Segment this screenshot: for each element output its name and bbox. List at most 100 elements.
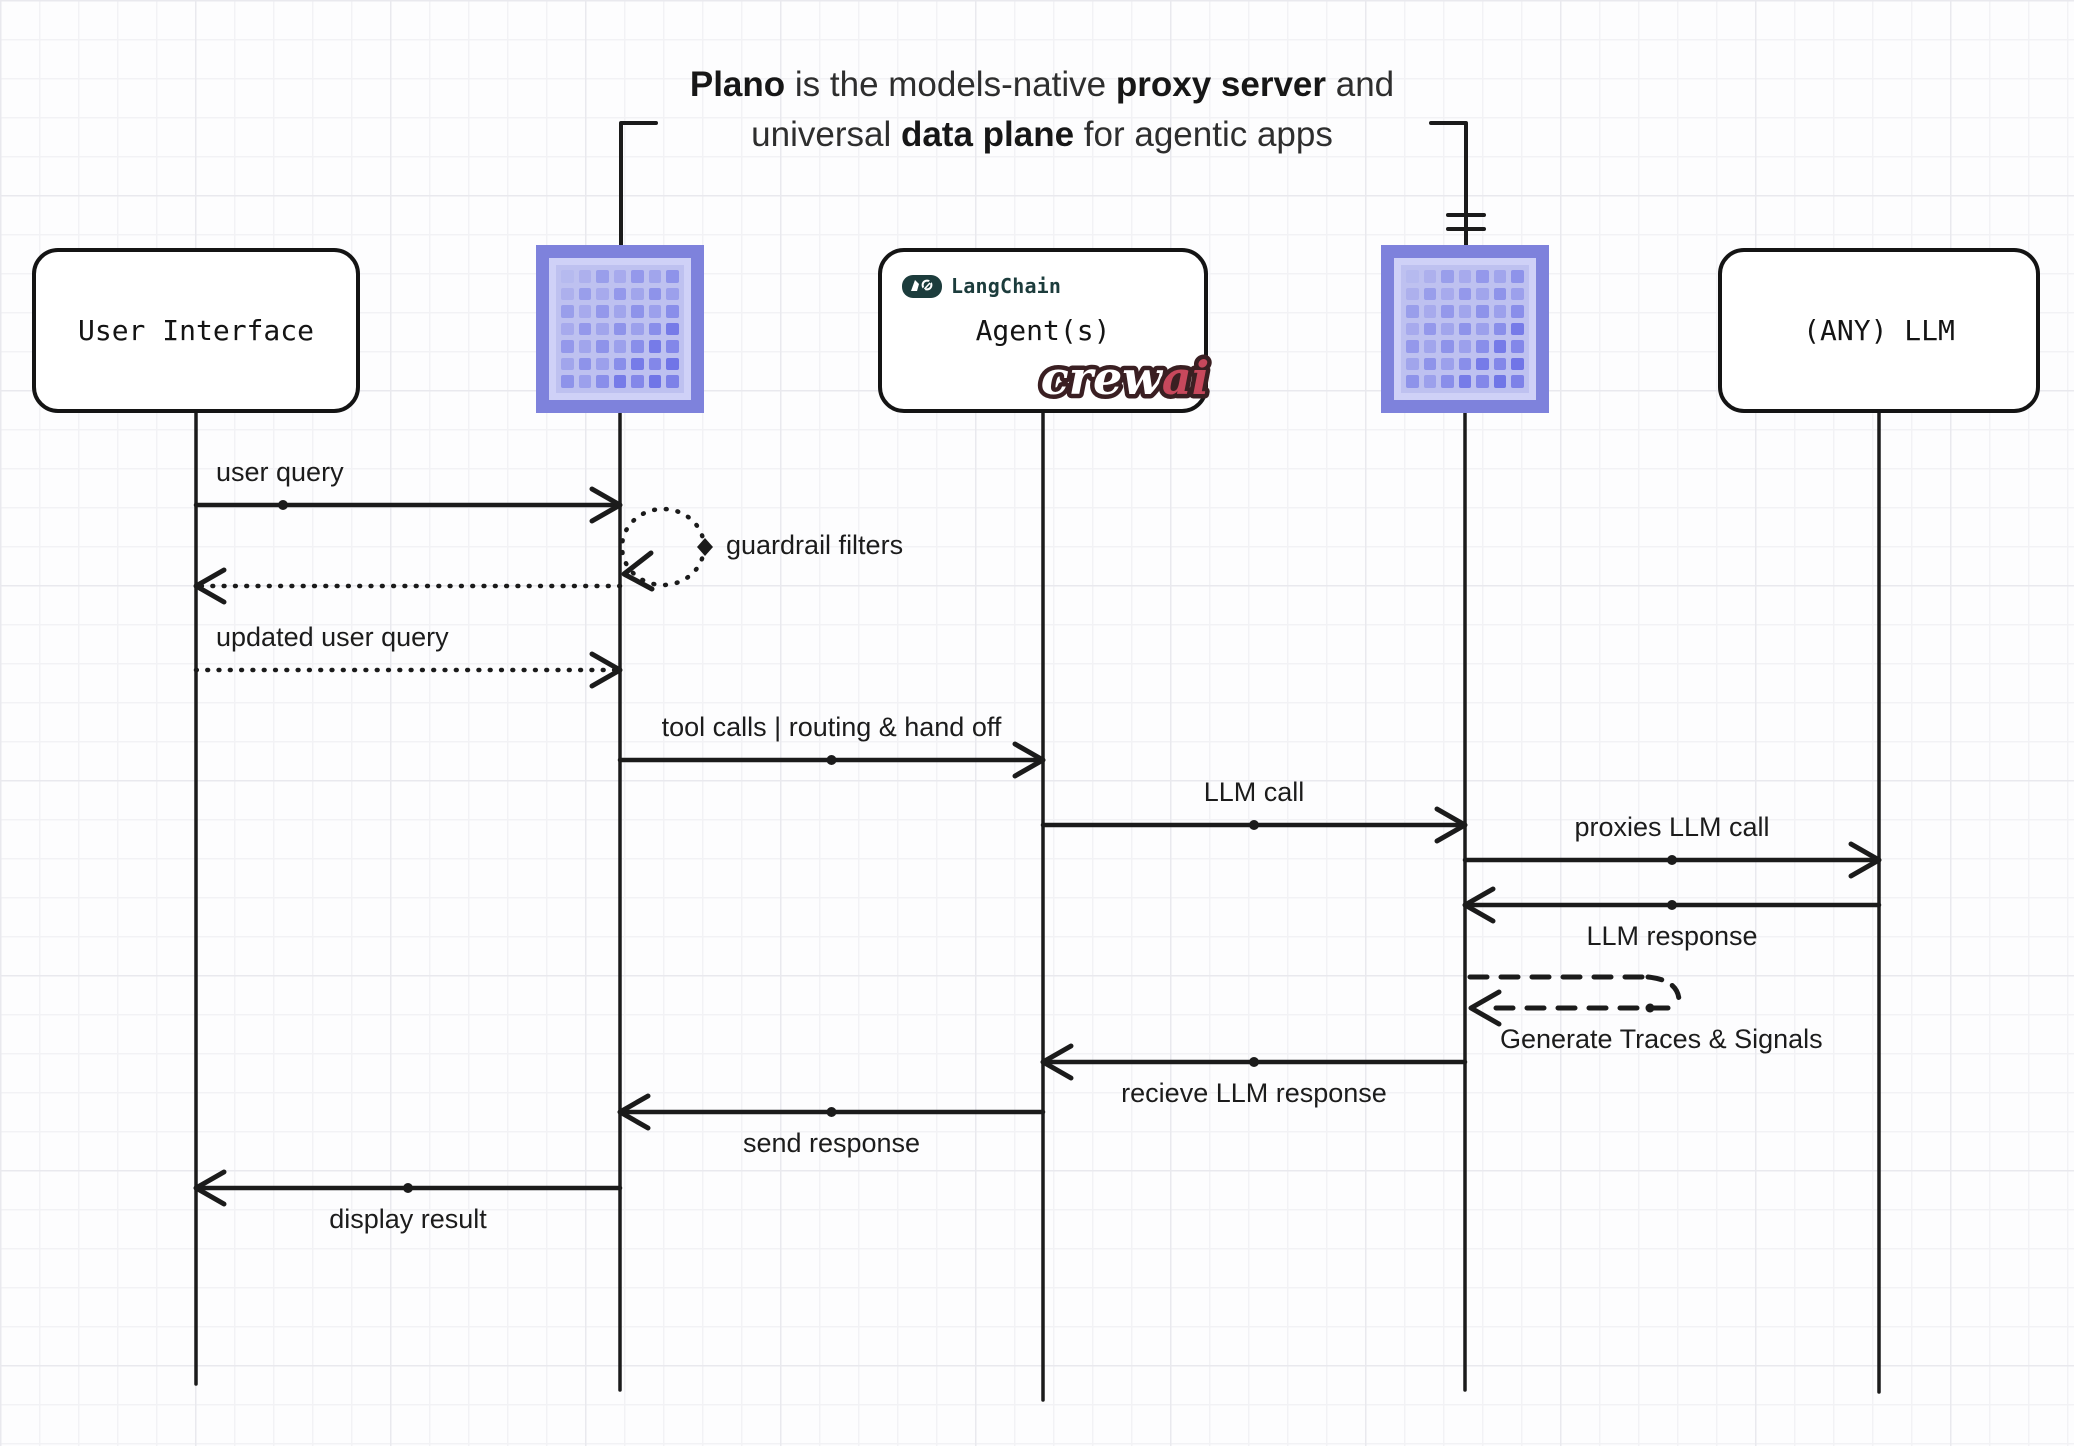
plano-logo-pixel <box>613 340 627 353</box>
midpoint-dot-icon <box>826 755 837 765</box>
plano-logo-pixel <box>613 322 627 336</box>
crewai-logo: crewai <box>1036 342 1214 421</box>
title-segment: Plano <box>689 65 786 104</box>
plano-logo-pixel <box>1441 270 1454 283</box>
title-segment: and <box>1326 65 1395 104</box>
plano-logo-pixel <box>561 305 574 318</box>
guardrail-diamond-icon <box>697 538 713 556</box>
message-label-tool-calls: tool calls | routing & hand off <box>661 712 1002 742</box>
title-bracket-left <box>619 121 658 248</box>
plano-logo-pixel <box>1493 340 1507 353</box>
message-label-llm-response: LLM response <box>1586 921 1758 951</box>
participant-user-interface: User Interface <box>32 248 360 413</box>
svg-text:crewai: crewai <box>1041 351 1209 405</box>
plano-logo-pixel <box>1511 270 1524 283</box>
plano-logo-pixel <box>596 270 609 283</box>
midpoint-dot-icon <box>1667 900 1677 910</box>
plano-logo-pixel <box>596 322 609 336</box>
plano-logo-pixel <box>1511 357 1524 371</box>
midpoint-dot-icon <box>403 1183 413 1193</box>
plano-logo-pixel <box>1441 287 1454 301</box>
plano-logo-pixel <box>666 270 679 283</box>
plano-logo-pixel <box>666 357 679 371</box>
plano-logo-pixel <box>1458 270 1472 283</box>
label-guardrail-filters: guardrail filters <box>726 530 904 560</box>
plano-logo-pixel <box>578 287 592 301</box>
message-label-user-query: user query <box>216 457 344 487</box>
arrowhead-display-result-icon <box>193 1169 227 1207</box>
participant-any-llm-label: (ANY) LLM <box>1803 314 1955 347</box>
title-segment: for agentic apps <box>1074 115 1333 154</box>
plano-logo-pixel <box>1423 375 1437 388</box>
plano-logo-pixel <box>1423 357 1437 371</box>
plano-logo-pixel <box>578 375 592 388</box>
plano-logo-pixel <box>1441 357 1454 371</box>
plano-logo-pixel <box>1511 375 1524 388</box>
message-label-display-result: display result <box>329 1204 487 1234</box>
title-line-2: universal data plane for agentic apps <box>492 110 1592 160</box>
title-bracket-right <box>1429 121 1468 248</box>
arrowhead-llm-response-icon <box>1462 886 1496 924</box>
arrowhead-send-response-icon <box>617 1093 651 1131</box>
plano-logo-pixel <box>631 305 644 318</box>
message-label-updated-user-query: updated user query <box>216 622 449 652</box>
plano-logo-pixel <box>613 287 627 301</box>
plano-logo-pixel <box>613 305 627 318</box>
participant-user-interface-label: User Interface <box>77 314 314 347</box>
plano-logo-pixel <box>596 340 609 353</box>
plano-logo-pixel <box>648 322 662 336</box>
traces-arrowhead-icon <box>1468 989 1502 1027</box>
plano-logo-pixel <box>613 357 627 371</box>
arrowhead-proxies-llm-call-icon <box>1848 841 1882 879</box>
plano-logo-frame <box>549 258 691 400</box>
title-segment: data plane <box>900 115 1075 154</box>
message-label-proxies-llm-call: proxies LLM call <box>1574 812 1770 842</box>
midpoint-dot-icon <box>1667 855 1677 865</box>
plano-logo-pixel <box>596 357 609 371</box>
plano-logo-pixel <box>1406 322 1419 336</box>
plano-logo-pixel <box>631 357 644 371</box>
plano-logo-pixel <box>578 322 592 336</box>
plano-logo-pixel <box>596 305 609 318</box>
plano-logo-pixel <box>596 375 609 388</box>
participant-plano-proxy-right-plano-logo-icon <box>1381 245 1549 413</box>
plano-logo-pixel <box>1493 270 1507 283</box>
plano-logo-pixel <box>561 375 574 388</box>
plano-logo-frame <box>1394 258 1536 400</box>
plano-logo-pixel <box>561 287 574 301</box>
plano-logo-pixel <box>1441 305 1454 318</box>
plano-logo-pixel <box>613 375 627 388</box>
plano-logo-pixel <box>648 357 662 371</box>
participant-agents: Agent(s) LangChain crewai <box>878 248 1214 413</box>
plano-logo-pixel <box>1493 287 1507 301</box>
plano-logo-pixel <box>631 375 644 388</box>
plano-logo-pixel <box>1476 270 1489 283</box>
plano-logo-pixel <box>1423 340 1437 353</box>
title-line-1: Plano is the models-native proxy server … <box>492 60 1592 110</box>
plano-logo-pixel <box>666 375 679 388</box>
plano-logo-pixel <box>631 270 644 283</box>
plano-logo-pixel <box>1493 305 1507 318</box>
participant-any-llm: (ANY) LLM <box>1718 248 2040 413</box>
plano-logo-pixel <box>1458 305 1472 318</box>
plano-logo-pixel <box>1423 322 1437 336</box>
midpoint-dot-icon <box>826 1107 837 1117</box>
plano-logo-pixel <box>613 270 627 283</box>
plano-logo-grid <box>1401 265 1529 393</box>
plano-logo-pixel <box>1511 340 1524 353</box>
plano-logo-pixel <box>1406 270 1419 283</box>
participant-agents-label: Agent(s) <box>975 314 1111 347</box>
diagram-title: Plano is the models-native proxy server … <box>492 60 1592 160</box>
plano-logo-pixel <box>631 322 644 336</box>
plano-logo-pixel <box>561 322 574 336</box>
plano-logo-grid <box>556 265 684 393</box>
plano-logo-pixel <box>1476 340 1489 353</box>
plano-logo-pixel <box>666 340 679 353</box>
plano-logo-pixel <box>1406 305 1419 318</box>
guardrail-arrowhead-icon <box>621 550 655 592</box>
plano-logo-pixel <box>596 287 609 301</box>
plano-logo-pixel <box>1458 375 1472 388</box>
plano-logo-pixel <box>578 270 592 283</box>
traces-loop-curve <box>1645 974 1682 1003</box>
